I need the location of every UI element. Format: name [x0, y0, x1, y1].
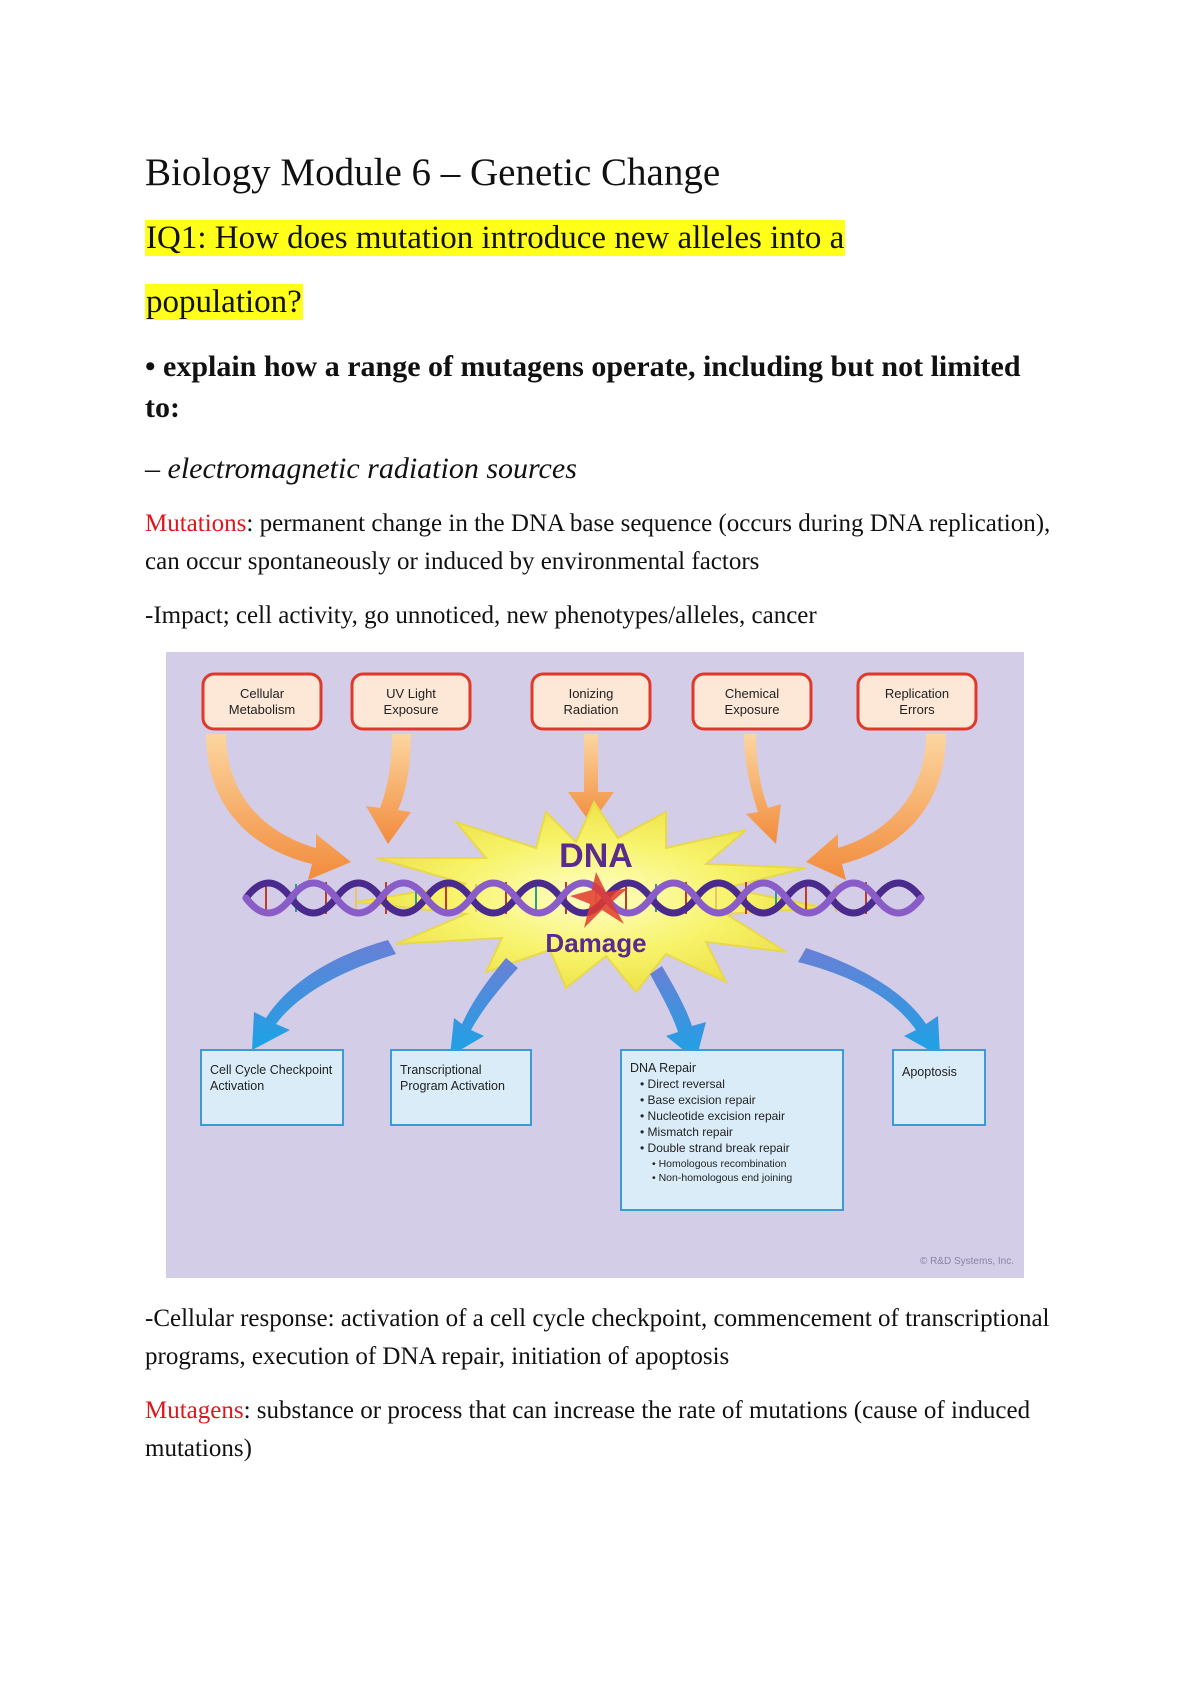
response-arrows — [252, 940, 940, 1060]
source-label-line2: Errors — [899, 702, 935, 717]
dna-label: DNA — [559, 837, 633, 875]
source-label-line2: Radiation — [564, 702, 619, 717]
checkpoint-line2: Activation — [210, 1079, 264, 1093]
arrow-icon — [650, 966, 706, 1060]
repair-item: Direct reversal — [648, 1077, 725, 1091]
svg-text:• Mismatch repair: • Mismatch repair — [640, 1125, 733, 1139]
apoptosis-label: Apoptosis — [902, 1065, 957, 1079]
transcription-line2: Program Activation — [400, 1079, 505, 1093]
source-box-0: Cellular Metabolism — [201, 672, 323, 731]
source-label-line1: Replication — [885, 686, 949, 701]
mutations-term: Mutations — [145, 510, 247, 537]
svg-text:• Base excision repair: • Base excision repair — [640, 1093, 756, 1107]
response-box-checkpoint: Cell Cycle Checkpoint Activation — [200, 1049, 344, 1126]
arrow-icon — [450, 958, 518, 1056]
repair-item: Base excision repair — [648, 1093, 756, 1107]
arrow-icon — [252, 940, 396, 1050]
dna-damage-diagram: Cellular Metabolism UV Light Exposure Io… — [166, 652, 1024, 1278]
source-box-4: Replication Errors — [856, 672, 978, 731]
source-label-line2: Metabolism — [229, 702, 295, 717]
mutagens-definition: Mutagens: substance or process that can … — [145, 1392, 1075, 1468]
inquiry-highlight: IQ1: How does mutation introduce new all… — [145, 220, 846, 256]
svg-text:• Direct reversal: • Direct reversal — [640, 1077, 725, 1091]
dna-helix-icon — [242, 879, 925, 917]
inquiry-question-line-1: IQ1: How does mutation introduce new all… — [145, 216, 846, 260]
repair-item: Mismatch repair — [648, 1125, 733, 1139]
repair-item: Double strand break repair — [648, 1141, 790, 1155]
arrow-icon — [366, 734, 411, 844]
arrow-icon — [806, 734, 946, 880]
svg-text:• Double strand break repair: • Double strand break repair — [640, 1141, 790, 1155]
response-box-apoptosis: Apoptosis — [892, 1049, 986, 1126]
svg-text:• Nucleotide excision repair: • Nucleotide excision repair — [640, 1109, 785, 1123]
inquiry-highlight: population? — [145, 284, 303, 320]
image-credit: © R&D Systems, Inc. — [920, 1256, 1014, 1267]
svg-text:• Homologous recombination: • Homologous recombination — [652, 1158, 787, 1170]
source-label-line1: Chemical — [725, 686, 779, 701]
damage-label: Damage — [545, 928, 646, 958]
mutations-text: : permanent change in the DNA base seque… — [145, 510, 1051, 575]
mutations-definition: Mutations: permanent change in the DNA b… — [145, 505, 1075, 581]
repair-subitem: Homologous recombination — [659, 1158, 787, 1170]
source-label-line1: Ionizing — [569, 686, 614, 701]
checkpoint-line1: Cell Cycle Checkpoint — [210, 1063, 333, 1077]
source-box-1: UV Light Exposure — [350, 672, 472, 731]
source-label-line2: Exposure — [384, 702, 439, 717]
syllabus-outcome: • explain how a range of mutagens operat… — [145, 350, 1021, 424]
mutagens-text: : substance or process that can increase… — [145, 1397, 1031, 1462]
source-arrows — [206, 734, 946, 880]
subheading: – electromagnetic radiation sources — [145, 452, 577, 485]
arrow-icon — [206, 734, 351, 880]
page-title: Biology Module 6 – Genetic Change — [145, 151, 721, 194]
source-label-line1: UV Light — [386, 686, 436, 701]
response-box-dna-repair: DNA Repair • Direct reversal • Base exci… — [620, 1049, 844, 1211]
source-box-2: Ionizing Radiation — [530, 672, 652, 731]
response-box-transcription: Transcriptional Program Activation — [390, 1049, 532, 1126]
source-box-3: Chemical Exposure — [691, 672, 813, 731]
transcription-line1: Transcriptional — [400, 1063, 482, 1077]
impact-text: -Impact; cell activity, go unnoticed, ne… — [145, 602, 817, 629]
arrow-icon — [744, 734, 781, 844]
arrow-icon — [568, 734, 614, 824]
repair-title: DNA Repair — [630, 1061, 696, 1075]
mutagens-term: Mutagens — [145, 1397, 244, 1424]
source-label-line2: Exposure — [725, 702, 780, 717]
repair-item: Nucleotide excision repair — [648, 1109, 785, 1123]
svg-text:• Non-homologous end joining: • Non-homologous end joining — [652, 1172, 792, 1184]
cellular-response-text: -Cellular response: activation of a cell… — [145, 1305, 1050, 1370]
inquiry-question-line-2: population? — [145, 280, 303, 324]
repair-subitem: Non-homologous end joining — [659, 1172, 793, 1184]
arrow-icon — [798, 948, 940, 1056]
source-label-line1: Cellular — [240, 686, 285, 701]
dna-break-spark-icon — [570, 872, 628, 928]
